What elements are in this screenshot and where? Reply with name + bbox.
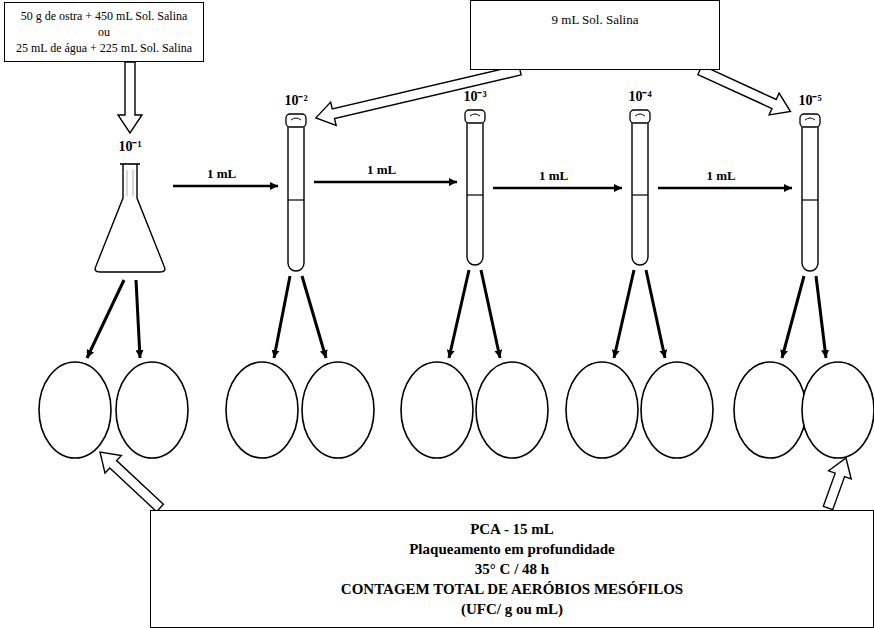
erlenmeyer-flask [90,158,170,276]
test-tube: 10⁻³ [460,88,490,266]
petri-plate [116,362,188,458]
plating-arrows [87,270,826,358]
box-text: 35° C / 48 h [157,559,867,579]
petri-plate [226,362,298,458]
plating-arrow [481,270,500,358]
petri-plate [566,362,638,458]
tube-shape [460,108,490,266]
plating-arrow [274,276,290,358]
box-text: ou [9,24,199,40]
volume-label: 1 mL [537,168,570,183]
test-tube: 10⁻⁴ [625,88,655,266]
tube-shape [625,108,655,266]
volume-label: 1 mL [205,166,238,181]
box-text: 50 g de ostra + 450 mL Sol. Salina [9,8,199,24]
hollow-arrow [823,458,851,510]
hollow-arrow [118,62,142,133]
volume-label: 1 mL [704,168,737,183]
transfer-arrow [173,185,278,188]
transfer-arrow [314,181,457,184]
plating-arrow [302,276,326,358]
petri-plate [39,362,111,458]
box-text: (UFC/ g ou mL) [157,599,867,619]
plating-arrow [87,280,124,358]
box-text: Plaqueamento em profundidade [157,539,867,559]
petri-plate [641,362,713,458]
dilution-label: 10⁻¹ [90,138,170,156]
plating-arrow [449,270,469,358]
box-text: 9 mL Sol. Salina [475,11,715,28]
dilution-label: 10⁻² [281,92,311,110]
plating-arrow [614,270,634,358]
flask-dilution: 10⁻¹ [90,138,170,276]
petri-plate [734,362,806,458]
hollow-arrow [316,65,521,125]
plating-arrow [136,280,140,358]
dilution-label: 10⁻³ [460,88,490,106]
plating-box: PCA - 15 mLPlaqueamento em profundidade3… [150,510,874,628]
transfer-arrow [658,187,792,190]
tube-shape [795,112,825,272]
plating-arrow [816,276,826,358]
hollow-arrow [698,65,791,114]
petri-plates [39,362,874,458]
petri-plate [802,362,874,458]
sample-box: 50 g de ostra + 450 mL Sol. Salinaou25 m… [4,2,204,62]
plating-arrow [646,270,665,358]
petri-plate [401,362,473,458]
plating-arrow [782,276,804,358]
test-tube: 10⁻² [281,92,311,272]
petri-plate [476,362,548,458]
box-text: CONTAGEM TOTAL DE AERÓBIOS MESÓFILOS [157,579,867,599]
tube-shape [281,112,311,272]
volume-label: 1 mL [365,162,398,177]
transfer-arrow [493,187,622,190]
box-text: PCA - 15 mL [157,519,867,539]
hollow-arrow [100,452,163,512]
petri-plate [302,362,374,458]
dilution-label: 10⁻⁴ [625,88,655,106]
dilution-label: 10⁻⁵ [795,92,825,110]
box-text: 25 mL de água + 225 mL Sol. Salina [9,40,199,56]
diluent-box: 9 mL Sol. Salina [470,0,720,70]
test-tube: 10⁻⁵ [795,92,825,272]
